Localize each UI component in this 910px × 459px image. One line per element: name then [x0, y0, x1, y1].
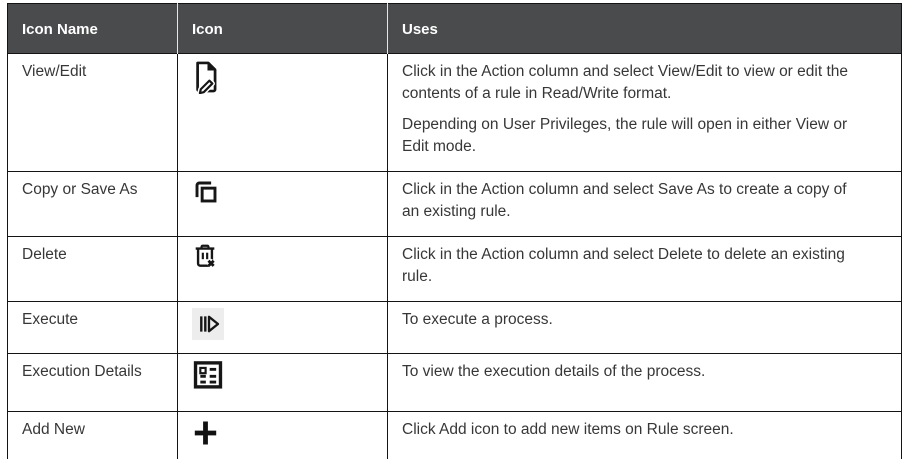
icon-cell [177, 53, 388, 172]
table-row-execute: Execute To execute a process. [7, 301, 902, 354]
uses-text: To view the execution details of the pro… [402, 363, 706, 380]
col-header-uses: Uses [387, 3, 902, 54]
table-row-copy-save-as: Copy or Save As Click in the Action colu… [7, 171, 902, 237]
icon-name-cell: Copy or Save As [7, 171, 178, 237]
icon-cell [177, 353, 388, 412]
uses-text: Depending on User Privileges, the rule w… [402, 116, 848, 155]
uses-text: Click in the Action column and select Sa… [402, 181, 847, 220]
icon-cell [177, 411, 388, 459]
header-row: Icon Name Icon Uses [7, 3, 902, 54]
icon-name-cell: View/Edit [7, 53, 178, 172]
icon-cell [177, 236, 388, 302]
uses-text: Click Add icon to add new items on Rule … [402, 421, 734, 438]
uses-cell: Click in the Action column and select Sa… [387, 171, 902, 237]
add-new-icon [192, 418, 219, 448]
uses-cell: To view the execution details of the pro… [387, 353, 902, 412]
uses-cell: Click in the Action column and select De… [387, 236, 902, 302]
copy-icon [192, 178, 220, 206]
execution-details-icon [192, 360, 224, 390]
uses-text: Click in the Action column and select De… [402, 246, 845, 285]
table-row-add-new: Add New Click Add icon to add new items … [7, 411, 902, 459]
table-row-delete: Delete Cli [7, 236, 902, 302]
icon-name-cell: Add New [7, 411, 178, 459]
icon-name-cell: Execute [7, 301, 178, 354]
uses-cell: Click in the Action column and select Vi… [387, 53, 902, 172]
table-row-view-edit: View/Edit Click in the Action column and… [7, 53, 902, 172]
view-edit-icon [192, 60, 220, 94]
execute-icon [196, 312, 220, 336]
uses-text: Click in the Action column and select Vi… [402, 63, 848, 102]
uses-cell: Click Add icon to add new items on Rule … [387, 411, 902, 459]
execute-icon-background [192, 308, 224, 340]
icon-cell [177, 171, 388, 237]
icon-cell [177, 301, 388, 354]
uses-text: To execute a process. [402, 311, 553, 328]
icon-name-cell: Delete [7, 236, 178, 302]
icon-name-cell: Execution Details [7, 353, 178, 412]
icons-reference-table: Icon Name Icon Uses View/Edit [7, 3, 902, 459]
delete-icon [192, 243, 218, 273]
uses-cell: To execute a process. [387, 301, 902, 354]
table-row-execution-details: Execution Details To view the execution [7, 353, 902, 412]
col-header-icon-name: Icon Name [7, 3, 178, 54]
col-header-icon: Icon [177, 3, 388, 54]
